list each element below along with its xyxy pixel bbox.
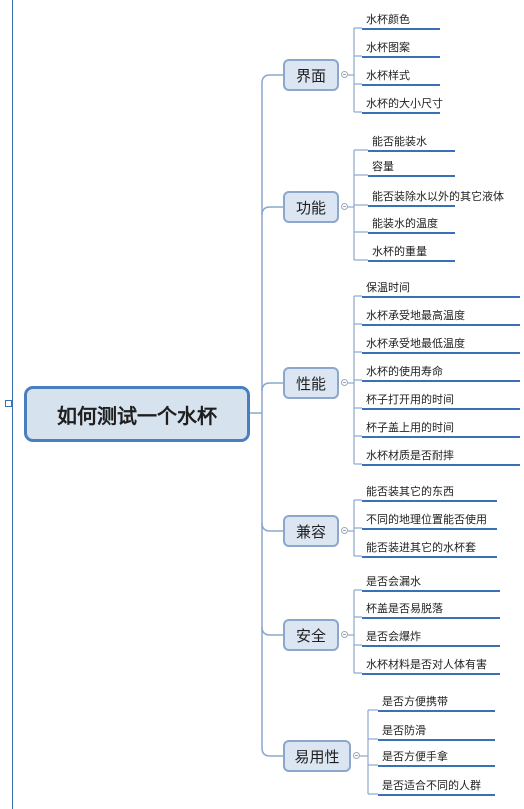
branch-topic-label: 安全 [295, 626, 326, 645]
branch-topic-label: 性能 [295, 374, 326, 393]
leaf-topic[interactable]: 水杯样式 [366, 69, 410, 82]
leaf-topic[interactable]: 水杯颜色 [366, 13, 410, 26]
leaf-topic[interactable]: 水杯的大小尺寸 [366, 97, 443, 110]
leaf-topic[interactable]: 水杯的重量 [372, 245, 427, 258]
leaf-topic[interactable]: 杯子盖上用的时间 [366, 421, 454, 434]
branch-topic[interactable]: 兼容 [283, 515, 339, 547]
left-edge-handle[interactable] [5, 400, 12, 407]
leaf-topic[interactable]: 能否装除水以外的其它液体 [372, 190, 504, 203]
root-topic[interactable]: 如何测试一个水杯 [24, 386, 250, 442]
collapse-toggle-icon[interactable] [353, 752, 360, 759]
branch-connector [261, 626, 283, 636]
branch-connector [261, 382, 283, 392]
leaf-topic[interactable]: 水杯的使用寿命 [366, 365, 443, 378]
leaf-topic[interactable]: 不同的地理位置能否使用 [366, 513, 487, 526]
leaf-topic[interactable]: 能装水的温度 [372, 217, 438, 230]
leaf-topic[interactable]: 能否装其它的东西 [366, 485, 454, 498]
branch-connector [261, 206, 283, 216]
leaf-topic[interactable]: 是否会漏水 [366, 575, 421, 588]
collapse-toggle-icon[interactable] [341, 527, 348, 534]
leaf-topic[interactable]: 能否能装水 [372, 135, 427, 148]
leaf-topic[interactable]: 是否方便携带 [382, 695, 448, 708]
leaf-topic[interactable]: 水杯承受地最高温度 [366, 309, 465, 322]
collapse-toggle-icon[interactable] [341, 379, 348, 386]
collapse-toggle-icon[interactable] [341, 71, 348, 78]
left-edge-line [12, 0, 13, 809]
branch-topic[interactable]: 安全 [283, 619, 339, 651]
branch-topic-label: 易用性 [294, 747, 340, 766]
branch-topic[interactable]: 功能 [283, 191, 339, 223]
branch-topic-label: 功能 [295, 198, 326, 217]
leaf-topic[interactable]: 保温时间 [366, 281, 410, 294]
leaf-topic[interactable]: 水杯图案 [366, 41, 410, 54]
root-topic-label: 如何测试一个水杯 [57, 403, 217, 428]
leaf-topic[interactable]: 容量 [372, 160, 394, 173]
branch-topic[interactable]: 界面 [283, 59, 339, 91]
branch-connector [261, 747, 283, 757]
leaf-topic[interactable]: 杯盖是否易脱落 [366, 602, 443, 615]
collapse-toggle-icon[interactable] [341, 631, 348, 638]
branch-topic-label: 兼容 [295, 522, 326, 541]
branch-connector [261, 522, 283, 532]
leaf-topic[interactable]: 是否防滑 [382, 724, 426, 737]
leaf-topic[interactable]: 是否适合不同的人群 [382, 779, 481, 792]
leaf-topic[interactable]: 水杯承受地最低温度 [366, 337, 465, 350]
branch-topic[interactable]: 性能 [283, 367, 339, 399]
leaf-topic[interactable]: 是否方便手拿 [382, 750, 448, 763]
leaf-topic[interactable]: 水杯材质是否耐摔 [366, 449, 454, 462]
leaf-topic[interactable]: 能否装进其它的水杯套 [366, 541, 476, 554]
branch-topic[interactable]: 易用性 [283, 740, 351, 772]
collapse-toggle-icon[interactable] [341, 203, 348, 210]
branch-topic-label: 界面 [295, 66, 326, 85]
leaf-topic[interactable]: 是否会爆炸 [366, 630, 421, 643]
leaf-topic[interactable]: 水杯材料是否对人体有害 [366, 658, 487, 671]
leaf-topic[interactable]: 杯子打开用的时间 [366, 393, 454, 406]
branch-connector [261, 74, 283, 84]
